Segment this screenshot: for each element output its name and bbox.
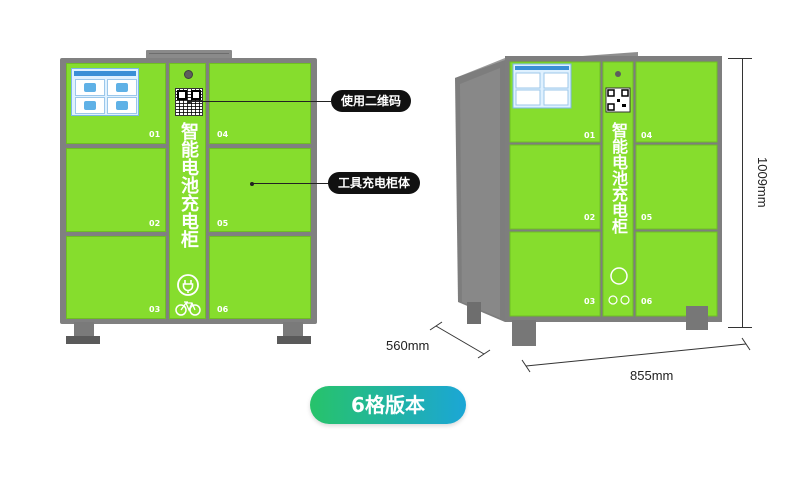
cabinet-leader-line bbox=[252, 183, 329, 184]
locker-door-05[interactable]: 05 bbox=[209, 148, 311, 232]
door-number: 03 bbox=[584, 297, 596, 306]
instruction-poster bbox=[71, 68, 139, 116]
cabinet-leader-dot bbox=[250, 182, 254, 186]
locker-door-03[interactable]: 03 bbox=[66, 236, 166, 319]
qr-callout: 使用二维码 bbox=[331, 90, 412, 112]
cabinet-callout: 工具充电柜体 bbox=[328, 172, 421, 194]
bicycle-icon bbox=[175, 301, 201, 316]
height-tick-top bbox=[728, 58, 752, 59]
door-number: 01 bbox=[149, 130, 161, 139]
charging-plug-icon bbox=[177, 274, 199, 296]
front-foot-left bbox=[74, 322, 94, 338]
door-number: 06 bbox=[217, 305, 229, 314]
width-dimension-line bbox=[521, 337, 751, 373]
height-dimension-label: 1009mm bbox=[755, 157, 770, 208]
front-foot-right bbox=[283, 322, 303, 338]
front-foot-base-right bbox=[277, 336, 311, 344]
door-number: 04 bbox=[641, 131, 653, 140]
door-number: 02 bbox=[584, 213, 596, 222]
locker-door-02[interactable]: 02 bbox=[66, 148, 166, 232]
qr-leader-dot bbox=[187, 100, 191, 104]
qr-leader-line bbox=[189, 101, 331, 102]
door-number: 06 bbox=[641, 297, 653, 306]
front-foot-base-left bbox=[66, 336, 100, 344]
depth-dimension-label: 560mm bbox=[386, 338, 430, 353]
door-number: 04 bbox=[217, 130, 229, 139]
door-number: 05 bbox=[217, 219, 229, 228]
door-number: 03 bbox=[149, 305, 161, 314]
lock-icon bbox=[184, 70, 193, 79]
version-badge: 6格版本 bbox=[310, 386, 466, 424]
cabinet-vertical-label: 智能电池充电柜 bbox=[609, 122, 628, 234]
front-top-vent bbox=[146, 50, 232, 60]
center-info-panel: 智能电池充电柜 bbox=[169, 63, 206, 319]
locker-door-04[interactable]: 04 bbox=[209, 63, 311, 144]
locker-door-06[interactable]: 06 bbox=[209, 236, 311, 319]
width-dimension-label: 855mm bbox=[630, 368, 674, 383]
perspective-cabinet bbox=[455, 52, 722, 346]
cabinet-vertical-label: 智能电池充电柜 bbox=[178, 122, 199, 248]
door-number: 01 bbox=[584, 131, 596, 140]
locker-door-01[interactable]: 01 bbox=[66, 63, 166, 144]
depth-dimension-line bbox=[429, 321, 491, 359]
qr-code[interactable] bbox=[175, 88, 203, 116]
height-dimension-line bbox=[742, 58, 743, 328]
height-tick-bottom bbox=[728, 327, 752, 328]
door-number: 05 bbox=[641, 213, 653, 222]
door-number: 02 bbox=[149, 219, 161, 228]
